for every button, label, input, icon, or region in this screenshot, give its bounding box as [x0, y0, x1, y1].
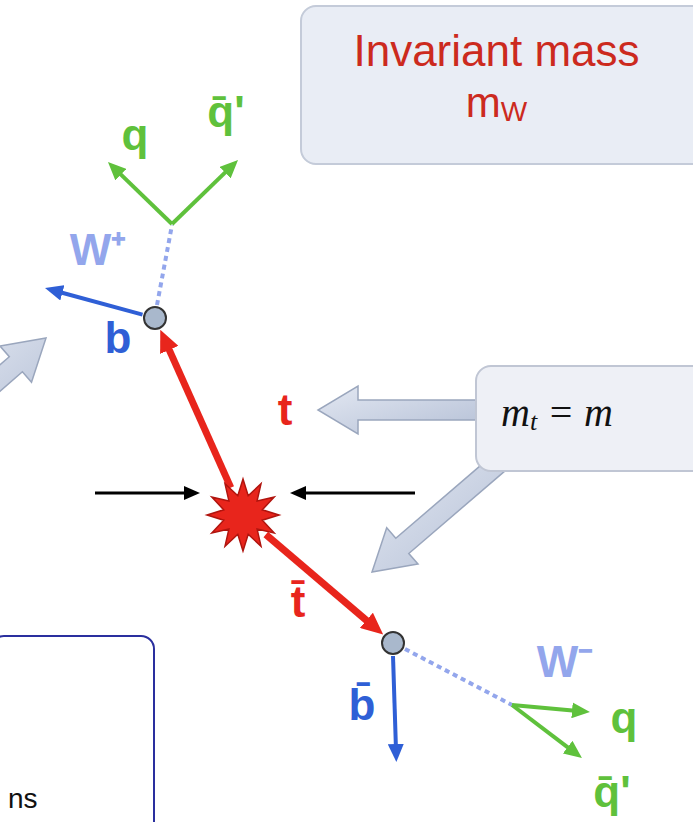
callout-arrow — [372, 454, 507, 572]
particle-label: q̄' — [207, 90, 244, 134]
particle-label: W⁻ — [537, 640, 594, 684]
text-line: mt = m — [501, 367, 693, 466]
beam-arrow — [95, 492, 189, 495]
decay-vertex — [382, 632, 404, 654]
b-quark-line — [393, 656, 396, 750]
math-symbol: m — [501, 390, 530, 435]
w-boson-line — [157, 225, 172, 305]
box-content: Invariant massmW — [302, 7, 693, 128]
annotation-box: Invariant massmW — [300, 5, 693, 165]
top-quark-line — [166, 343, 231, 488]
text-line: mW — [302, 78, 691, 128]
beam-arrow — [301, 492, 415, 495]
annotation-box: mt = m — [475, 365, 693, 472]
b-quark-line — [57, 291, 143, 314]
particle-label: W⁺ — [70, 228, 127, 272]
mass-symbol: m — [466, 79, 501, 126]
box-text: ns — [8, 783, 38, 814]
callout-arrow — [0, 338, 46, 438]
particle-label: b — [105, 316, 132, 360]
box-content: ns — [0, 637, 153, 816]
box-content: mt = m — [477, 367, 693, 466]
collision-starburst — [207, 479, 279, 551]
text-line: ns — [8, 782, 153, 816]
math-subscript: t — [530, 407, 537, 436]
particle-label: t — [278, 388, 293, 432]
quark-line — [172, 168, 229, 224]
annotation-box: ns — [0, 635, 155, 822]
particle-label: q̄' — [593, 770, 630, 814]
decay-vertex — [144, 307, 166, 329]
particle-label: b̄ — [349, 683, 376, 727]
particle-label: t̄ — [291, 580, 306, 624]
particle-label: q — [611, 696, 638, 740]
w-boson-line — [405, 649, 512, 705]
mass-subscript: W — [501, 96, 527, 127]
antitop-quark-line — [266, 535, 373, 626]
particle-label: q — [122, 113, 149, 157]
math-expression: = m — [547, 390, 613, 435]
quark-line — [117, 170, 172, 224]
quark-line — [512, 705, 572, 751]
callout-arrow — [318, 386, 478, 434]
box-title: Invariant mass — [353, 26, 639, 75]
text-line: Invariant mass — [302, 25, 691, 78]
